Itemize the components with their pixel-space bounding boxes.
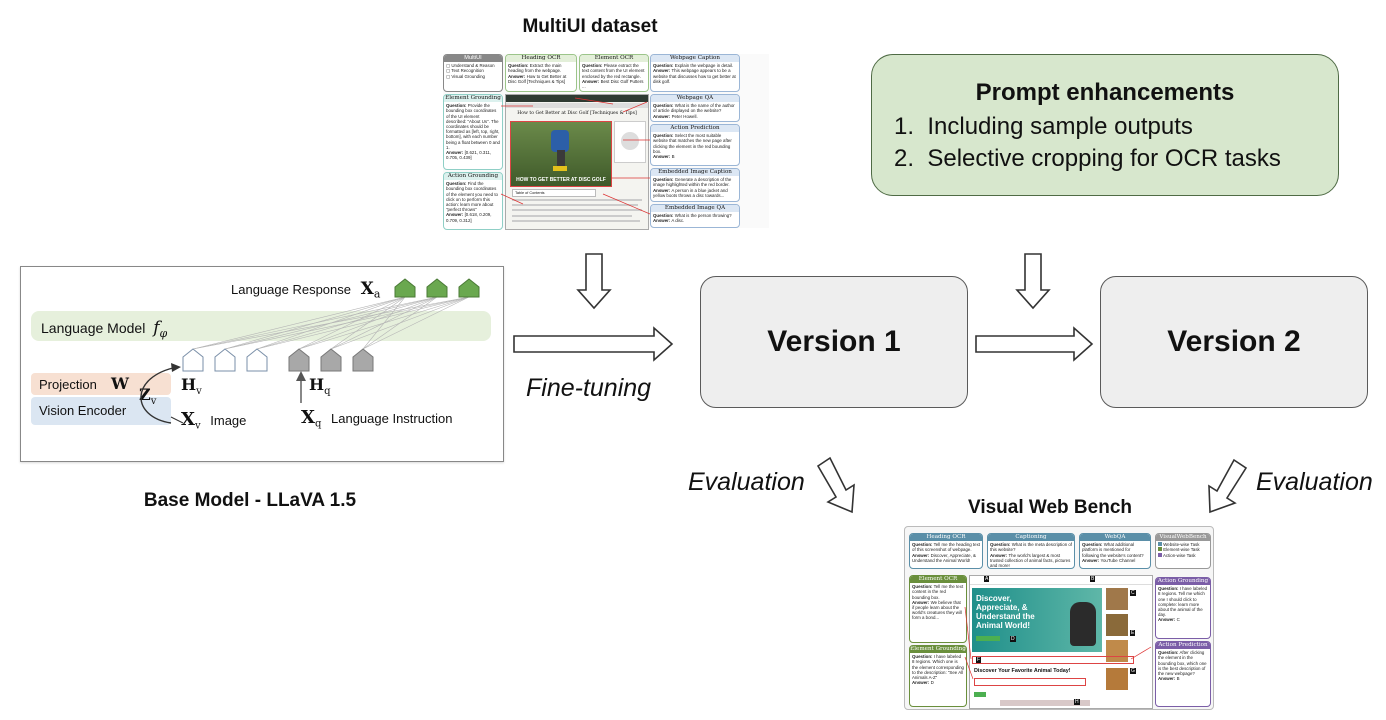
vwb-thumbnail: Heading OCR Question: Tell me the headin… — [904, 526, 1214, 710]
vwb-webpage-screenshot: Discover, Appreciate, & Understand the A… — [969, 575, 1153, 709]
evaluation-arrow-left — [816, 456, 855, 514]
prompt-enhancements-title: Prompt enhancements — [975, 79, 1235, 106]
instruction-token — [352, 348, 374, 372]
vwb-action-grounding: Action Grounding Question: I have labele… — [1155, 577, 1211, 639]
response-token — [458, 278, 480, 298]
zv-label: Zv — [139, 385, 157, 408]
instruction-token — [288, 348, 310, 372]
version-arrow — [975, 326, 1094, 362]
multiui-thumbnail: MultiUI ▢ Understand & Reason ▢ Text Rec… — [443, 54, 769, 230]
vwb-connectors — [964, 606, 1152, 680]
xq-label: Xq Language Instruction — [301, 407, 453, 430]
prompt-item-1: 1. Including sample outputs — [894, 113, 1193, 140]
multiui-element-ocr: Element OCR Question: Please extract the… — [579, 54, 649, 92]
evaluation-right-label: Evaluation — [1256, 468, 1373, 496]
evaluation-arrow-right — [1208, 458, 1248, 514]
multiui-heading-ocr: Heading OCR Question: Extract the main h… — [505, 54, 577, 92]
version-2-box: Version 2 — [1100, 276, 1368, 408]
multiui-connectors — [500, 97, 651, 215]
vwb-heading-ocr: Heading OCR Question: Tell me the headin… — [909, 533, 983, 569]
response-token — [426, 278, 448, 298]
image-token — [214, 348, 236, 372]
llava-architecture-panel: Language Model fφ Language Response Xa P… — [20, 266, 504, 462]
vwb-captioning: Captioning Question: What is the meta de… — [987, 533, 1075, 569]
fine-tuning-label: Fine-tuning — [526, 374, 652, 402]
multiui-legend: MultiUI ▢ Understand & Reason ▢ Text Rec… — [443, 54, 503, 92]
vwb-title: Visual Web Bench — [967, 497, 1132, 518]
multiui-action-prediction: Action Prediction Question: Select the m… — [650, 124, 740, 166]
vwb-webqa: WebQA Question: What additional platform… — [1079, 533, 1151, 569]
language-model-label: Language Model fφ — [41, 318, 168, 340]
multiui-element-grounding: Element Grounding Question: Provide the … — [443, 94, 503, 170]
prompt-item-2: 2. Selective cropping for OCR tasks — [894, 145, 1281, 172]
vwb-legend: VisualWebBench Website-wise Task Element… — [1155, 533, 1211, 569]
prompt-enhancements-box: Prompt enhancements 1. Including sample … — [871, 54, 1339, 196]
image-token — [182, 348, 204, 372]
multiui-embedded-caption: Embedded Image Caption Question: Generat… — [650, 168, 740, 202]
version-2-label: Version 2 — [1167, 325, 1301, 358]
multiui-webpage-caption: Webpage Caption Question: Explain the we… — [650, 54, 740, 92]
image-token — [246, 348, 268, 372]
vision-encoder-block: Vision Encoder — [31, 397, 171, 425]
down-arrow-prompt — [1015, 253, 1051, 310]
llava-diagram-shapes — [140, 278, 480, 424]
down-arrow-multiui — [576, 253, 612, 310]
hv-label: Hv — [181, 375, 202, 398]
base-model-caption: Base Model - LLaVA 1.5 — [143, 490, 357, 511]
version-1-box: Version 1 — [700, 276, 968, 408]
instruction-token — [320, 348, 342, 372]
multiui-webpage-screenshot: How to Get Better at Disc Golf [Techniqu… — [505, 94, 649, 230]
vwb-element-grounding: Element Grounding Question: I have label… — [909, 645, 967, 707]
multiui-action-grounding: Action Grounding Question: Find the boun… — [443, 172, 503, 230]
vwb-action-prediction: Action Prediction Question: After clicki… — [1155, 641, 1211, 707]
multiui-webpage-qa: Webpage QA Question: What is the name of… — [650, 94, 740, 122]
response-token — [394, 278, 416, 298]
language-response-label: Language Response Xa — [231, 279, 381, 301]
multiui-embedded-qa: Embedded Image QA Question: What is the … — [650, 204, 740, 228]
projection-block: Projection W — [31, 373, 171, 395]
vwb-element-ocr: Element OCR Question: Tell me the text c… — [909, 575, 967, 643]
multiui-title: MultiUI dataset — [522, 16, 658, 37]
version-1-label: Version 1 — [767, 325, 901, 358]
evaluation-left-label: Evaluation — [688, 468, 805, 496]
hq-label: Hq — [309, 375, 331, 398]
fine-tuning-arrow — [513, 326, 674, 362]
xv-label: Xv Image — [181, 409, 247, 432]
